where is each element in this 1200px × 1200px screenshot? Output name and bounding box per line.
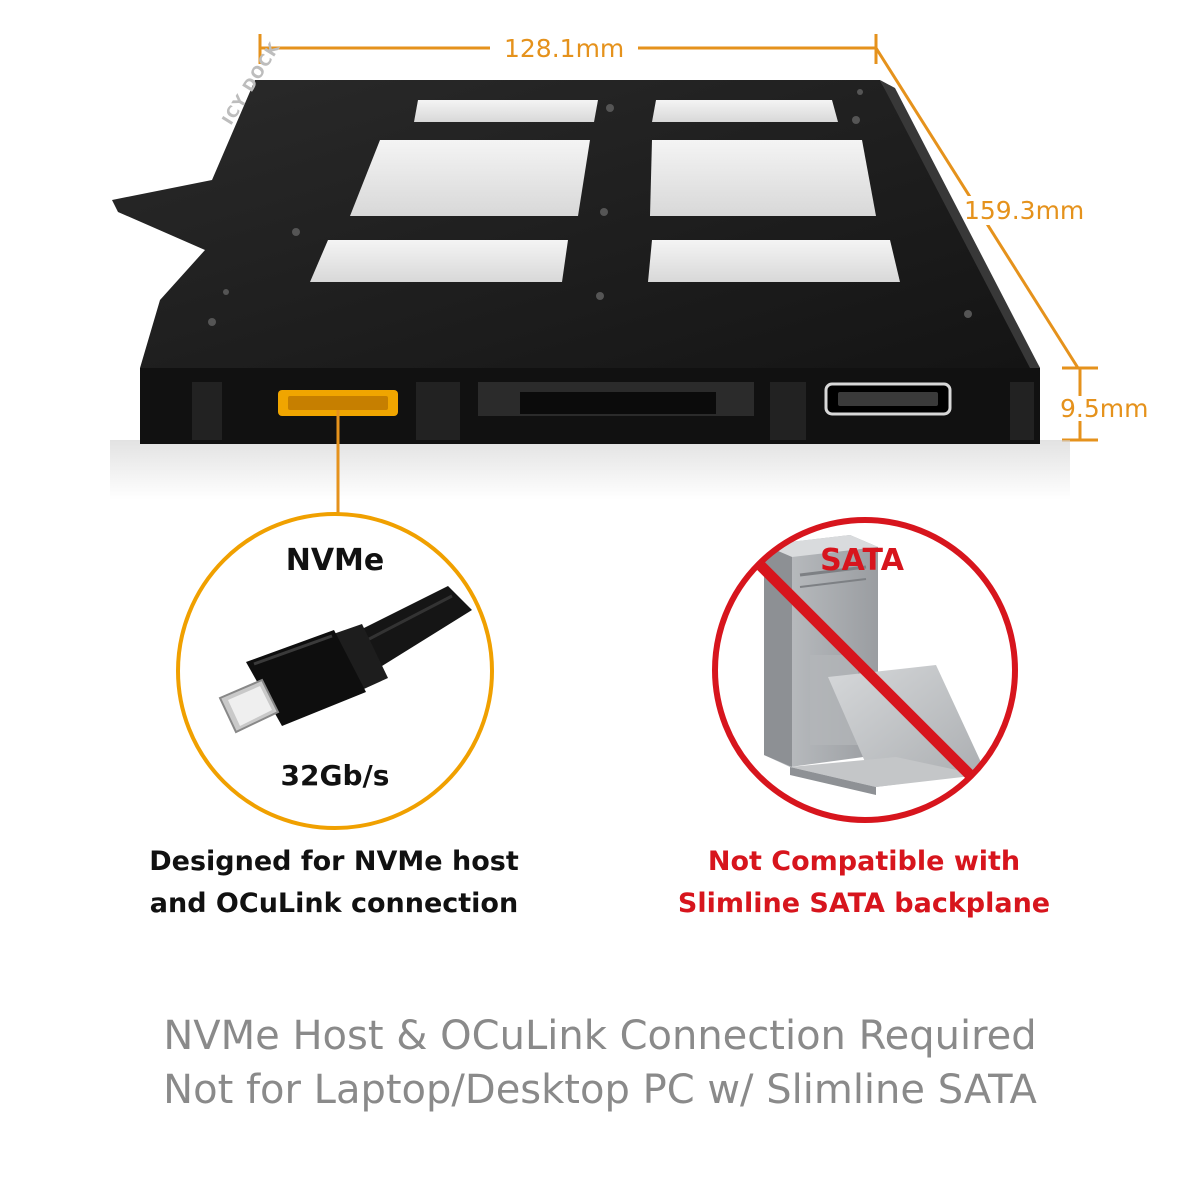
width-dimension-label: 128.1mm xyxy=(490,36,639,61)
pointer-line xyxy=(336,410,340,520)
tray-window xyxy=(414,100,598,122)
tray-window xyxy=(650,140,876,216)
height-dimension-label: 9.5mm xyxy=(1056,396,1153,421)
ssd-tray-image xyxy=(110,80,1070,500)
sata-label: SATA xyxy=(820,543,904,578)
footer-line1: NVMe Host & OCuLink Connection Required xyxy=(163,1013,1037,1059)
depth-dimension-label: 159.3mm xyxy=(958,196,1091,225)
nvme-label: NVMe xyxy=(285,543,385,578)
tray-window xyxy=(310,240,568,282)
nvme-caption-line1: Designed for NVMe host xyxy=(149,846,519,877)
nvme-speed-label: 32Gb/s xyxy=(280,759,390,792)
tray-window xyxy=(648,240,900,282)
sata-caption-line2: Slimline SATA backplane xyxy=(677,888,1051,919)
nvme-caption-line2: and OCuLink connection xyxy=(149,888,519,919)
prohibited-icon xyxy=(712,517,1018,823)
sata-caption-line1: Not Compatible with xyxy=(707,846,1021,877)
footer-line2: Not for Laptop/Desktop PC w/ Slimline SA… xyxy=(163,1067,1037,1113)
tray-window xyxy=(350,140,590,216)
prohibited-sata-panel xyxy=(712,517,1018,823)
tray-window xyxy=(652,100,838,122)
oculink-cable-icon xyxy=(218,586,472,734)
